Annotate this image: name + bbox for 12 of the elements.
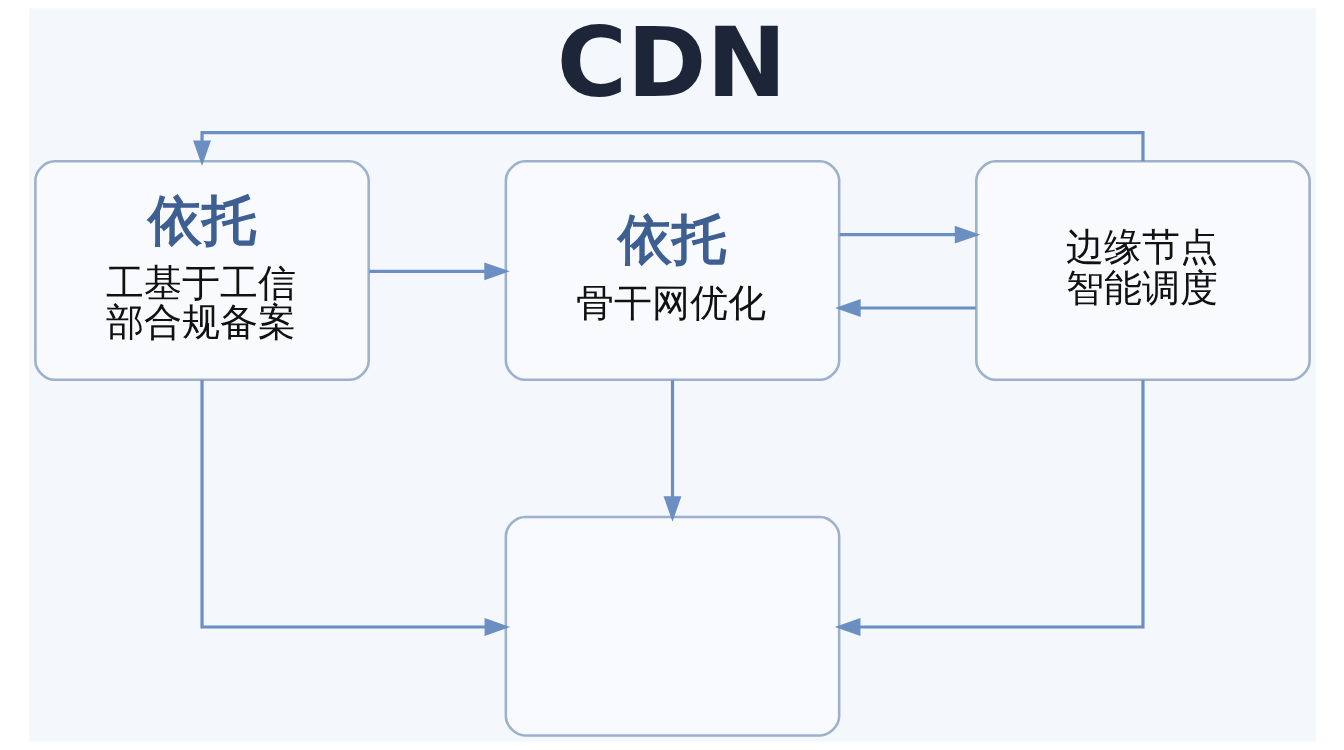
node-box xyxy=(504,515,840,737)
arrow xyxy=(834,379,1145,636)
arrow xyxy=(663,380,681,522)
arrow xyxy=(192,131,1145,166)
node-box: 依托 工基于工信部合规备案 xyxy=(33,160,370,382)
arrow xyxy=(199,379,510,636)
arrow xyxy=(368,262,510,281)
node-box: 依托 骨干网优化 xyxy=(504,160,840,382)
arrow xyxy=(839,225,980,244)
diagram-title: CDN xyxy=(556,6,787,119)
arrow xyxy=(834,299,976,317)
node-box: 边缘节点智能调度 xyxy=(974,160,1311,382)
